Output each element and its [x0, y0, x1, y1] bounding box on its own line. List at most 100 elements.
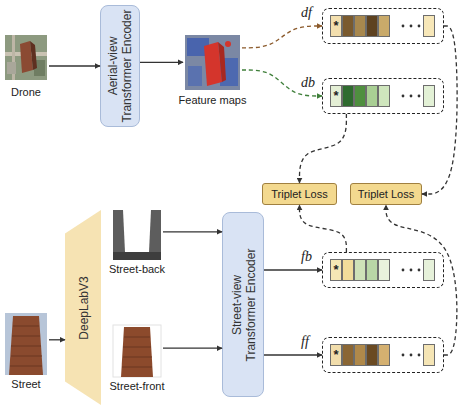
trapezoid-fill — [65, 210, 101, 405]
street-front-photo — [113, 325, 161, 377]
photo-background — [113, 210, 161, 260]
vector-cell — [366, 259, 378, 281]
photo-sky — [5, 313, 47, 375]
ellipsis-dot — [410, 353, 413, 356]
vector-cell — [354, 344, 366, 366]
arrow-connector — [163, 348, 222, 349]
vector-label: db — [301, 75, 315, 91]
street-photo — [5, 313, 47, 375]
street-front-node: Street-front — [111, 323, 163, 393]
arrow-connector — [163, 231, 222, 232]
feature-map-image — [185, 35, 240, 90]
node-label: DeepLabV3 — [76, 276, 90, 339]
vector-cell — [342, 15, 354, 37]
vector-cell — [378, 85, 390, 107]
feature-vector: ff* — [322, 337, 444, 373]
vector-cell — [342, 259, 354, 281]
street-back-photo — [113, 210, 161, 260]
mask-silhouette — [123, 210, 151, 252]
arrow-connector — [140, 62, 183, 63]
feature-patch — [188, 66, 202, 86]
feature-vector: df* — [322, 8, 444, 44]
photo-building — [9, 316, 43, 375]
vector-cell — [423, 85, 435, 107]
ellipsis-dot — [402, 94, 405, 97]
rotated-text-holder: Aerial-view Transformer Encoder — [101, 6, 139, 126]
photo-windows — [122, 337, 152, 367]
ellipsis-dot — [418, 268, 421, 271]
vector-cell — [342, 85, 354, 107]
image-caption: Drone — [11, 86, 41, 99]
vector-label: fb — [301, 249, 312, 265]
street-image-node: Street — [3, 311, 49, 391]
token-marker: * — [330, 15, 342, 37]
ellipsis-dots — [398, 350, 428, 360]
loss-box: Triplet Loss — [262, 183, 337, 205]
vector-cell — [366, 344, 378, 366]
node-label: Street-view Transformer Encoder — [229, 242, 257, 367]
ellipsis-dot — [410, 24, 413, 27]
encoder-box: Street-view Transformer Encoder — [222, 212, 264, 397]
arrow-connector — [300, 114, 347, 183]
arrow-connector — [422, 26, 457, 194]
token-marker: * — [330, 85, 342, 107]
segmentation-trapezoid: DeepLabV3 — [65, 210, 101, 405]
arrow-connector — [49, 339, 65, 340]
vector-cell — [378, 15, 390, 37]
node-label: Aerial-view Transformer Encoder — [106, 6, 134, 126]
arrow-connector — [386, 205, 457, 355]
image-caption: Street-back — [109, 263, 165, 276]
arrow-connector — [49, 65, 100, 66]
vector-label: df — [301, 5, 312, 21]
ellipsis-dot — [402, 353, 405, 356]
vector-cell — [354, 15, 366, 37]
vector-cell — [378, 344, 390, 366]
ellipsis-dot — [410, 268, 413, 271]
vector-label: ff — [301, 334, 309, 350]
ellipsis-dots — [398, 91, 428, 101]
arrow-connector — [300, 205, 347, 252]
photo-windows — [10, 326, 42, 366]
rotated-text-holder: DeepLabV3 — [65, 210, 101, 405]
ellipsis-dots — [398, 21, 428, 31]
drone-image-node: Drone — [3, 33, 49, 99]
drone-photo — [5, 35, 47, 80]
loss-box: Triplet Loss — [350, 183, 422, 205]
image-caption: Feature maps — [179, 94, 247, 107]
photo-background — [113, 325, 161, 377]
feature-vector: fb* — [322, 252, 444, 288]
photo-roof — [7, 62, 16, 74]
photo-building-side — [30, 41, 37, 70]
vector-cell — [423, 259, 435, 281]
image-caption: Street — [11, 378, 40, 391]
feature-base — [185, 35, 240, 90]
feature-activation — [218, 42, 226, 82]
street-back-node: Street-back — [111, 208, 163, 276]
arrow-connector — [242, 26, 322, 48]
photo-ground — [5, 35, 47, 80]
vector-cell — [423, 344, 435, 366]
ellipsis-dot — [418, 353, 421, 356]
photo-street — [113, 252, 161, 260]
vector-cell — [342, 344, 354, 366]
encoder-box: Aerial-view Transformer Encoder — [100, 5, 140, 127]
ellipsis-dots — [398, 265, 428, 275]
arrow-connector — [264, 269, 322, 270]
vector-cell — [354, 85, 366, 107]
rotated-text-holder: Street-view Transformer Encoder — [223, 213, 263, 396]
arrow-connector — [242, 70, 322, 96]
loss-label: Triplet Loss — [351, 184, 421, 204]
arrow-connector — [264, 354, 322, 355]
feature-vector: db* — [322, 78, 444, 114]
token-marker: * — [330, 259, 342, 281]
ellipsis-dot — [418, 24, 421, 27]
ellipsis-dot — [402, 268, 405, 271]
vector-cell — [366, 15, 378, 37]
photo-building — [121, 327, 153, 377]
vector-cell — [378, 259, 390, 281]
vector-cell — [366, 85, 378, 107]
image-caption: Street-front — [109, 380, 164, 393]
vector-cell — [354, 259, 366, 281]
